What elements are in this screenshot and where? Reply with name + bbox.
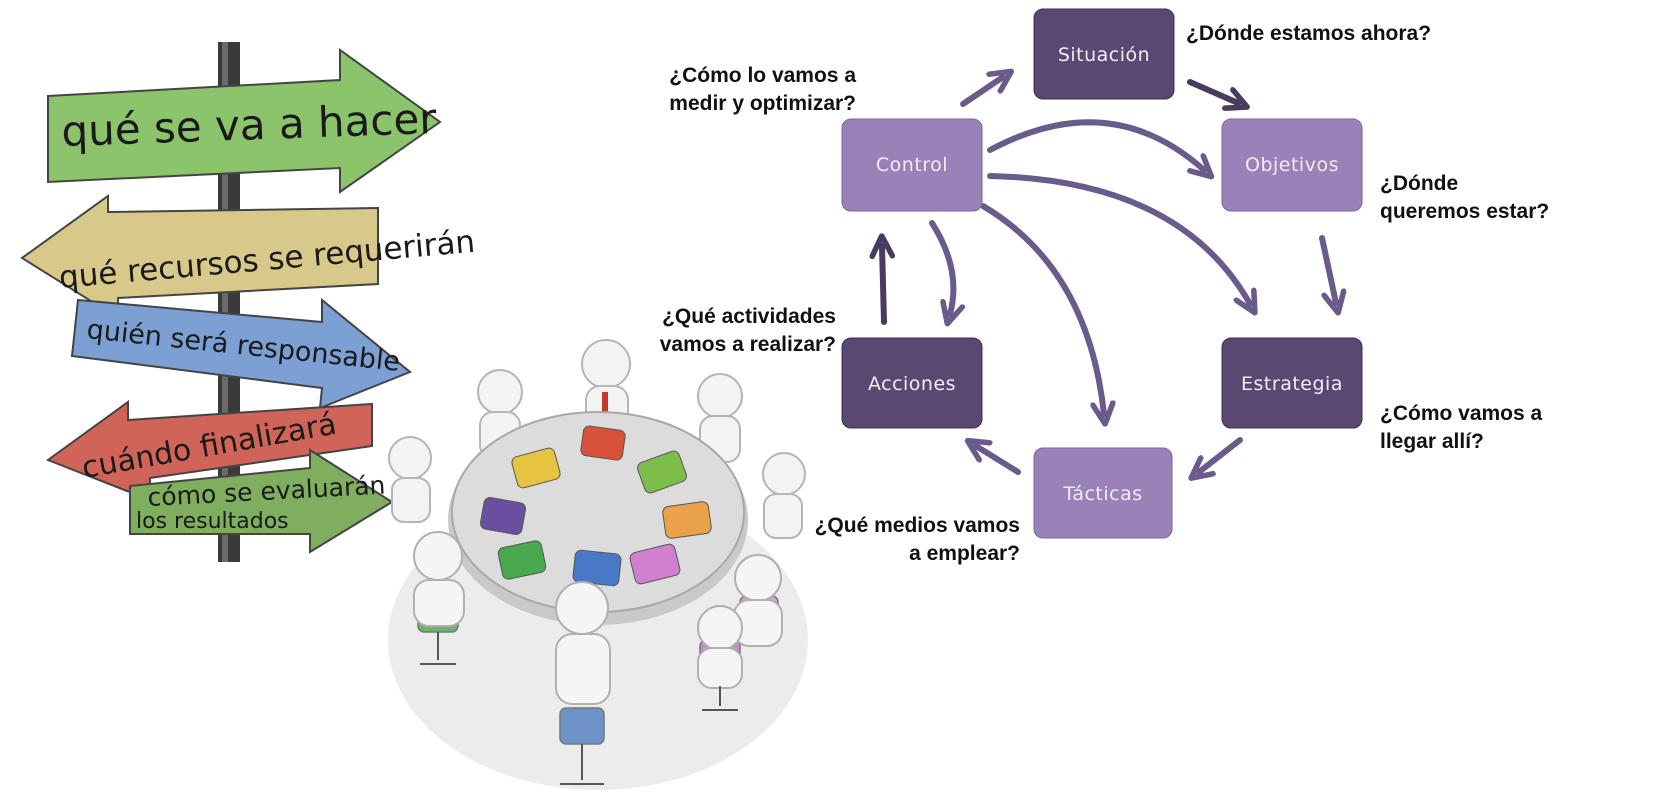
question-acciones: ¿Qué actividades vamos a realizar? — [660, 305, 836, 356]
node-control-label: Control — [876, 154, 948, 176]
node-estrategia-label: Estrategia — [1241, 373, 1343, 395]
arrow-control-to-estrategia — [987, 173, 1250, 304]
question-acciones-line1: ¿Qué actividades — [662, 305, 836, 328]
sign-2: qué recursos se requerirán — [20, 194, 476, 320]
question-situacion-line1: ¿Dónde estamos ahora? — [1186, 22, 1431, 45]
question-control-line2: medir y optimizar? — [669, 92, 856, 115]
sign-5-line2: los resultados — [136, 509, 289, 534]
node-acciones-label: Acciones — [868, 373, 956, 395]
node-objetivos: Objetivos — [1221, 118, 1363, 212]
signpost-illustration: qué se va a hacer qué recursos se requer… — [20, 42, 476, 562]
question-estrategia: ¿Cómo vamos a llegar allí? — [1380, 402, 1543, 453]
question-objetivos-line2: queremos estar? — [1380, 200, 1549, 223]
question-acciones-line2: vamos a realizar? — [660, 333, 836, 356]
arrow-tacticas-to-acciones — [976, 446, 1021, 475]
cycle-arrows — [882, 77, 1336, 472]
arrow-control-to-acciones — [929, 220, 953, 314]
sign-3: quién será responsable — [70, 297, 412, 410]
planning-cycle-diagram: Situación Objetivos Estrategia Tácticas … — [660, 8, 1549, 565]
question-objetivos-line1: ¿Dónde — [1380, 172, 1458, 195]
node-tacticas: Tácticas — [1033, 447, 1173, 539]
node-situacion: Situación — [1033, 8, 1175, 100]
node-control: Control — [841, 118, 983, 212]
arrow-control-to-situacion — [960, 77, 1003, 107]
round-table-meeting-illustration — [388, 339, 808, 790]
question-control: ¿Cómo lo vamos a medir y optimizar? — [669, 64, 856, 115]
question-tacticas-line1: ¿Qué medios vamos — [815, 514, 1020, 537]
node-situacion-label: Situación — [1058, 44, 1150, 66]
arrow-control-to-objetivos — [987, 119, 1204, 170]
arrow-objetivos-to-estrategia — [1319, 235, 1336, 303]
question-estrategia-line2: llegar allí? — [1380, 430, 1484, 453]
question-control-line1: ¿Cómo lo vamos a — [669, 64, 856, 87]
arrow-situacion-to-objetivos — [1187, 79, 1238, 103]
arrow-estrategia-to-tacticas — [1199, 437, 1243, 472]
question-estrategia-line1: ¿Cómo vamos a — [1380, 402, 1543, 425]
question-tacticas: ¿Qué medios vamos a emplear? — [815, 514, 1020, 565]
arrow-control-to-tacticas — [980, 203, 1104, 414]
sign-1: qué se va a hacer — [47, 48, 442, 194]
node-estrategia: Estrategia — [1221, 337, 1363, 429]
node-tacticas-label: Tácticas — [1062, 483, 1142, 505]
node-objetivos-label: Objetivos — [1245, 154, 1339, 176]
question-objetivos: ¿Dónde queremos estar? — [1380, 172, 1549, 223]
arrow-acciones-to-control — [882, 246, 884, 325]
node-acciones: Acciones — [841, 337, 983, 429]
question-situacion: ¿Dónde estamos ahora? — [1186, 22, 1431, 45]
question-tacticas-line2: a emplear? — [909, 542, 1020, 565]
